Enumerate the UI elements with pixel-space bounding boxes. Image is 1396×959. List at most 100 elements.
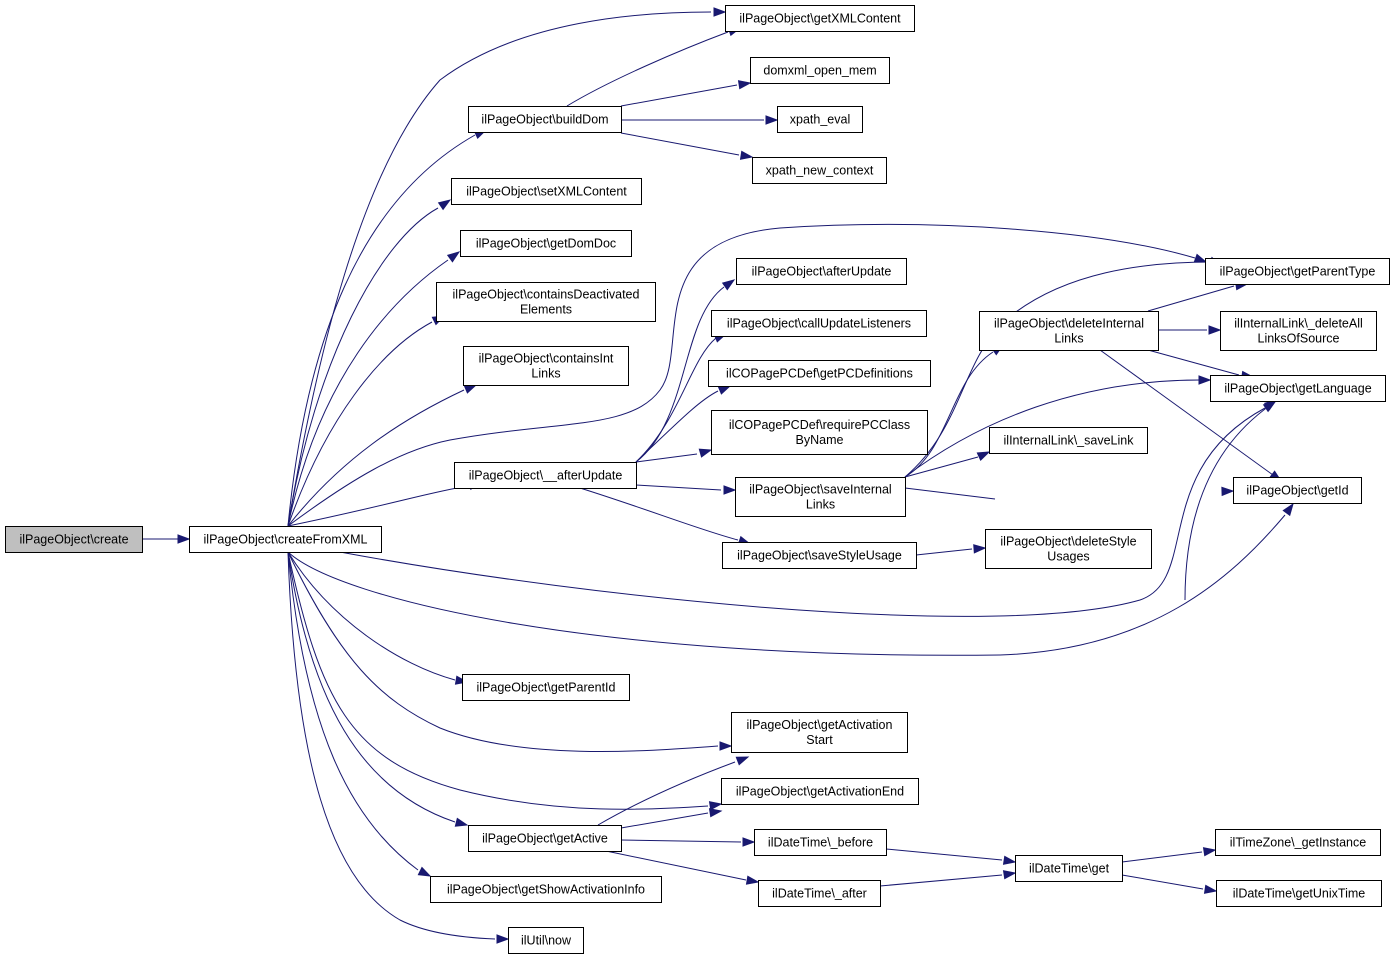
arrowhead <box>454 817 469 827</box>
arrowhead <box>437 199 452 211</box>
node-label: ilDateTime\getUnixTime <box>1233 887 1365 901</box>
node-box <box>754 829 887 856</box>
node-save-link[interactable]: ilInternalLink\_saveLink <box>989 427 1148 454</box>
node-get-show-activation-info[interactable]: ilPageObject\getShowActivationInfo <box>430 876 662 903</box>
edge-line <box>635 453 698 463</box>
edge-line <box>635 286 725 463</box>
node-label: ilPageObject\saveInternal <box>749 483 891 497</box>
arrowhead <box>177 534 191 544</box>
node-xpath-eval[interactable]: xpath_eval <box>777 106 863 133</box>
edge-arrow <box>1121 847 1217 863</box>
edge-line <box>1121 851 1203 863</box>
node-box <box>454 462 637 489</box>
node-save-style-usage[interactable]: ilPageObject\saveStyleUsage <box>722 542 917 569</box>
node-get-xmlcontent[interactable]: ilPageObject\getXMLContent <box>725 5 915 32</box>
node-get-active[interactable]: ilPageObject\getActive <box>468 825 622 852</box>
node-box <box>989 427 1148 454</box>
node-get-unix-time[interactable]: ilDateTime\getUnixTime <box>1216 880 1382 907</box>
node-label: ilPageObject\containsDeactivated <box>453 288 640 302</box>
node-label: ilPageObject\getParentType <box>1220 265 1376 279</box>
node-label: ilPageObject\getId <box>1246 484 1348 498</box>
edge-arrow <box>1184 401 1277 601</box>
edge-line <box>904 487 996 500</box>
node---after-update[interactable]: ilPageObject\__afterUpdate <box>454 462 637 489</box>
node-label: ilPageObject\create <box>19 533 128 547</box>
edge-arrow <box>287 551 432 877</box>
node-box <box>468 825 622 852</box>
node-get-dom-doc[interactable]: ilPageObject\getDomDoc <box>460 230 632 257</box>
edge-line <box>1099 349 1274 476</box>
node-label: Links <box>806 498 835 512</box>
edge-line <box>879 874 1003 887</box>
node-get-activation-end[interactable]: ilPageObject\getActivationEnd <box>721 778 919 805</box>
arrowhead <box>973 544 987 554</box>
node-create-from-xml[interactable]: ilPageObject\createFromXML <box>189 526 382 553</box>
edge-line <box>620 812 709 829</box>
edge-arrow <box>287 7 727 527</box>
node-before[interactable]: ilDateTime\_before <box>754 829 887 856</box>
edge-line <box>287 551 709 810</box>
edge-arrow <box>287 551 469 827</box>
arrowhead <box>496 934 510 944</box>
node-get-language[interactable]: ilPageObject\getLanguage <box>1210 375 1386 402</box>
edge-line <box>904 456 979 478</box>
edge-line <box>339 407 1266 617</box>
node-after-update[interactable]: ilPageObject\afterUpdate <box>736 258 907 285</box>
node-label: ilPageObject\deleteInternal <box>994 317 1144 331</box>
arrowhead <box>708 808 723 818</box>
arrowhead <box>721 279 736 291</box>
arrowhead <box>735 756 750 766</box>
node-box <box>1220 311 1377 351</box>
node-box <box>736 258 907 285</box>
edge-arrow <box>287 251 461 527</box>
node-get-parent-id[interactable]: ilPageObject\getParentId <box>462 674 630 701</box>
edge-arrow <box>904 375 1212 478</box>
arrowhead <box>723 485 737 495</box>
node-now[interactable]: ilUtil\now <box>508 927 584 954</box>
node-after[interactable]: ilDateTime\_after <box>758 880 881 907</box>
node-get-pcdefinitions[interactable]: ilCOPagePCDef\getPCDefinitions <box>708 360 931 387</box>
node-label: domxml_open_mem <box>763 64 876 78</box>
node-box <box>468 106 622 133</box>
node-create[interactable]: ilPageObject\create <box>5 526 143 553</box>
arrowhead <box>417 866 432 877</box>
edge-arrow <box>904 451 991 478</box>
node-box <box>731 712 908 753</box>
node-box <box>462 674 630 701</box>
edge-arrow <box>287 502 1294 656</box>
edge-line <box>287 321 433 527</box>
edge-line <box>287 551 419 871</box>
arrowhead <box>1002 870 1017 880</box>
edge-arrow <box>287 551 510 944</box>
node-label: xpath_eval <box>790 113 850 127</box>
edge-arrow <box>1158 325 1222 335</box>
node-label: ilCOPagePCDef\getPCDefinitions <box>726 367 913 381</box>
node-label: ilPageObject\getDomDoc <box>476 237 616 251</box>
edge-arrow <box>287 199 452 527</box>
node-domxml-open-mem[interactable]: domxml_open_mem <box>750 57 890 84</box>
node-xpath-new-context[interactable]: xpath_new_context <box>752 157 887 184</box>
node-set-xmlcontent[interactable]: ilPageObject\setXMLContent <box>451 178 642 205</box>
node-call-update-listeners[interactable]: ilPageObject\callUpdateListeners <box>711 310 927 337</box>
edge-line <box>287 259 449 527</box>
node-build-dom[interactable]: ilPageObject\buildDom <box>468 106 622 133</box>
arrowhead <box>742 837 756 847</box>
node-get-parent-type[interactable]: ilPageObject\getParentType <box>1205 258 1390 285</box>
arrowhead <box>765 115 779 125</box>
node-label: ilPageObject\getShowActivationInfo <box>447 883 645 897</box>
node-get-instance[interactable]: ilTimeZone\_getInstance <box>1215 829 1381 856</box>
node-get-id[interactable]: ilPageObject\getId <box>1233 477 1362 504</box>
node-label: ilInternalLink\_deleteAll <box>1234 317 1363 331</box>
edge-line <box>579 487 739 541</box>
edge-arrow <box>635 448 713 463</box>
node-dt-get[interactable]: ilDateTime\get <box>1015 855 1123 882</box>
arrowhead <box>1262 401 1277 413</box>
